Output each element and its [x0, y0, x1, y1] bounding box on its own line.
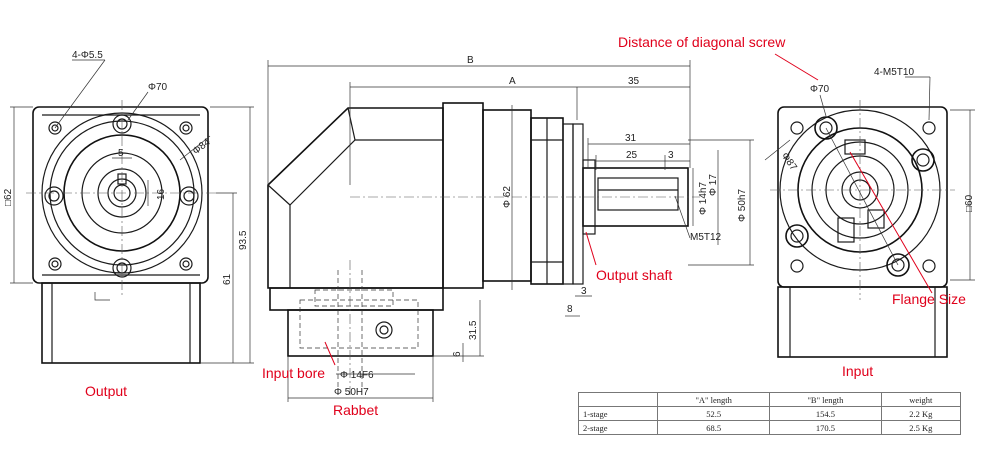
dim-B: B: [467, 55, 474, 66]
table-cell: 52.5: [656, 406, 771, 421]
label-input-bore: Input bore: [262, 365, 325, 381]
flange-leader: [849, 151, 933, 294]
dim-6: 6: [452, 351, 463, 357]
table-row: 1-stage 52.5 154.5 2.2 Kg: [578, 406, 962, 421]
table-row: 2-stage 68.5 170.5 2.5 Kg: [578, 420, 962, 435]
dim-62: Φ 62: [502, 186, 513, 208]
table-cell: 154.5: [769, 406, 882, 421]
table-cell: 2.5 Kg: [880, 420, 962, 435]
dim-35: 35: [628, 76, 640, 87]
dim-m5t12: M5T12: [690, 232, 722, 243]
dim-shaft-left: 16: [156, 188, 167, 200]
dim-3a: 3: [668, 150, 674, 161]
table-cell: 2-stage: [578, 420, 658, 435]
dim-dia-right: Φ87: [779, 151, 799, 173]
input-end-view: [764, 76, 975, 358]
output-end-view: [10, 59, 254, 364]
table-header-row: "A" length "B" length weight: [578, 392, 962, 407]
table-cell: 1-stage: [578, 406, 658, 421]
label-rabbet: Rabbet: [333, 402, 378, 418]
diagram-title: Distance of diagonal screw: [618, 34, 786, 50]
table-header: [578, 392, 658, 407]
dim-A: A: [509, 76, 516, 87]
dim-8: 8: [567, 304, 573, 315]
dim-square-right: □60: [964, 194, 975, 212]
label-input: Input: [842, 363, 873, 379]
side-view: [267, 60, 754, 402]
dim-31: 31: [625, 133, 637, 144]
output-shaft-leader: [585, 231, 597, 266]
dim-50h7: Φ 50h7: [737, 189, 748, 222]
dim-14h7: Φ 14h7: [698, 182, 709, 215]
label-flange-size: Flange Size: [892, 291, 966, 307]
label-output-shaft: Output shaft: [596, 267, 672, 283]
dim-3b: 3: [581, 286, 587, 297]
dim-pcd-right: Φ70: [810, 84, 830, 95]
table-cell: 68.5: [656, 420, 771, 435]
dim-dia-left: Φ84: [191, 137, 213, 158]
dim-14f6: Φ 14F6: [340, 370, 374, 381]
dim-17: Φ 17: [708, 174, 719, 196]
table-cell: 170.5: [769, 420, 882, 435]
table-header: "A" length: [656, 392, 771, 407]
table-header: weight: [880, 392, 962, 407]
dim-square-left: □62: [3, 188, 14, 206]
dim-pcd-left: Φ70: [148, 82, 168, 93]
dim-holes-left: 4-Φ5.5: [72, 50, 103, 61]
spec-table: "A" length "B" length weight 1-stage 52.…: [578, 392, 962, 435]
dim-h1-left: 93.5: [238, 230, 249, 250]
table-header: "B" length: [769, 392, 882, 407]
title-leader: [774, 53, 819, 81]
dim-25: 25: [626, 150, 638, 161]
dim-key-left: 5: [118, 148, 124, 159]
input-bore-leader: [324, 341, 336, 366]
dim-h2-left: 61: [222, 273, 233, 285]
dim-50H7: Φ 50H7: [334, 387, 369, 398]
table-cell: 2.2 Kg: [880, 406, 962, 421]
dim-31-5: 31.5: [468, 320, 479, 340]
dim-holes-right: 4-M5T10: [874, 67, 914, 78]
label-output: Output: [85, 383, 127, 399]
